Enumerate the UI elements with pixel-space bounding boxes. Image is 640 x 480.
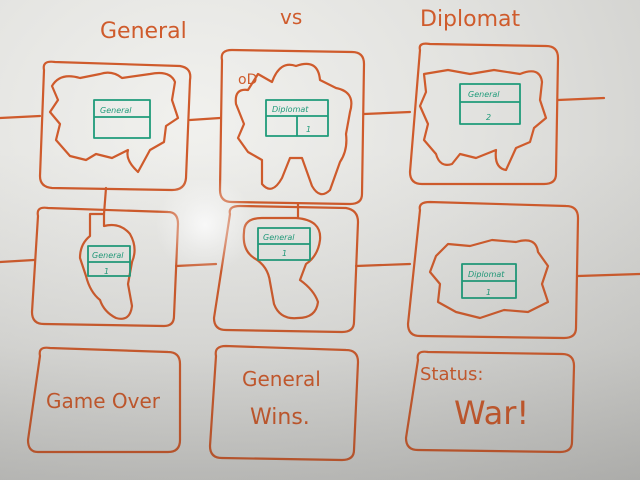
- unit-card: [459, 83, 521, 125]
- header-general: General: [100, 19, 187, 44]
- connector: [354, 262, 412, 268]
- row1-panel3: General 2: [408, 42, 560, 186]
- country-shape: [418, 68, 548, 172]
- general-wins-line2: Wins.: [250, 405, 310, 430]
- country-shape: [428, 238, 550, 320]
- panel-frame: [30, 206, 180, 328]
- country-shape: [78, 212, 136, 320]
- panel-frame: [26, 346, 182, 454]
- connector: [556, 96, 606, 102]
- game-over-text: Game Over: [46, 389, 161, 413]
- country-shape: [234, 62, 353, 196]
- row2-panel3: Diplomat 1: [406, 200, 580, 340]
- general-wins-line1: General: [242, 367, 321, 391]
- unit-card: [87, 245, 131, 277]
- connector: [0, 258, 36, 264]
- panel-frame: [208, 344, 360, 462]
- row3-panel2: General Wins.: [208, 344, 360, 462]
- status-value: War!: [454, 394, 529, 432]
- header-diplomat: Diplomat: [420, 7, 521, 32]
- row3-panel1: Game Over: [26, 346, 182, 454]
- row3-panel3: Status: War!: [404, 350, 576, 454]
- panel-frame: [38, 60, 192, 192]
- card-label: General: [92, 251, 124, 260]
- card-value: 1: [486, 288, 491, 297]
- map-mark: oD: [238, 72, 257, 88]
- card-label: General: [263, 233, 295, 242]
- country-shape: [48, 71, 180, 174]
- card-value: 2: [486, 113, 491, 122]
- row2-panel2: General 1: [212, 204, 360, 334]
- status-label: Status:: [420, 364, 483, 385]
- connector: [188, 116, 222, 122]
- panel-frame: [408, 42, 560, 186]
- unit-card: [93, 99, 151, 139]
- card-label: General: [100, 106, 132, 115]
- panel-frame: [404, 350, 576, 454]
- row1-panel2: oD Diplomat 1: [218, 48, 366, 206]
- header-vs: vs: [280, 5, 302, 29]
- card-label: Diplomat: [468, 270, 505, 279]
- connector: [576, 272, 640, 278]
- row2-panel1: General 1: [30, 206, 180, 328]
- connector: [174, 262, 218, 268]
- card-label: Diplomat: [272, 105, 309, 114]
- card-value: 1: [104, 267, 109, 276]
- row1-panel1: General: [38, 60, 192, 192]
- country-shape: [242, 216, 322, 320]
- panel-frame: [212, 204, 360, 334]
- connector: [0, 114, 42, 120]
- card-value: 1: [306, 125, 311, 134]
- card-value: 1: [282, 249, 287, 258]
- panel-frame: [406, 200, 580, 340]
- connector: [362, 110, 412, 116]
- card-label: General: [468, 90, 500, 99]
